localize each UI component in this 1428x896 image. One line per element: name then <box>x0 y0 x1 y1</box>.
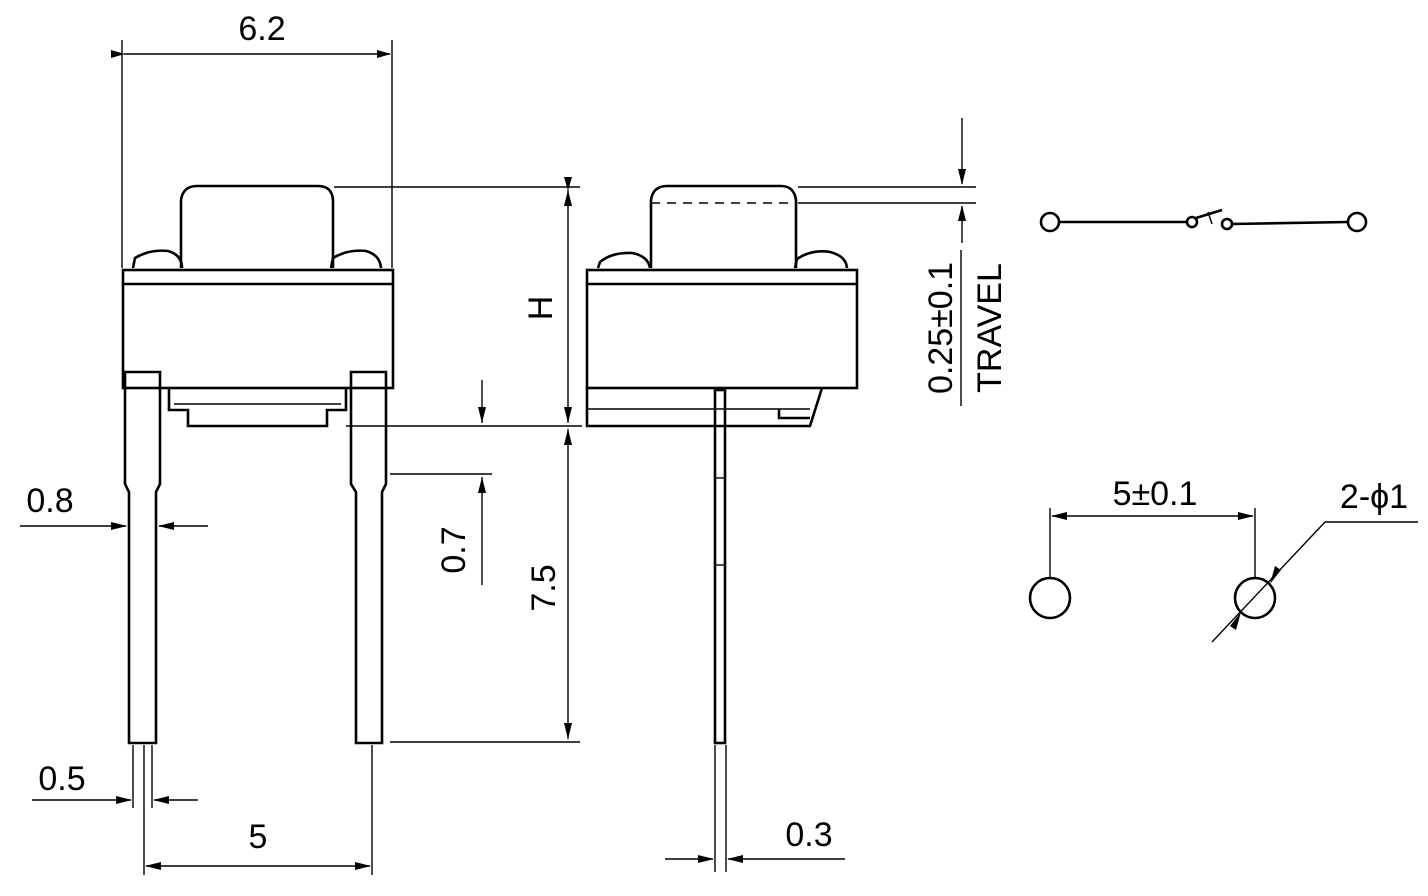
side-body <box>585 268 859 390</box>
side-base <box>585 387 824 428</box>
hole-left <box>1028 576 1072 620</box>
schematic-terminal-right <box>1346 211 1368 233</box>
label-0-8: 0.8 <box>26 482 73 520</box>
schematic-terminal-left <box>1039 211 1061 233</box>
label-5: 5 <box>249 818 268 856</box>
label-hole-dia: 2-ϕ1 <box>1340 478 1408 516</box>
side-right-bump <box>793 250 849 269</box>
dim-travel: 0.25±0.1 TRAVEL <box>798 118 1009 406</box>
label-0-3: 0.3 <box>785 816 832 854</box>
dim-width-6-2: 6.2 <box>111 10 393 268</box>
switch-schematic <box>1039 208 1368 233</box>
dim-pin-length-7-5: 7.5 <box>390 429 580 743</box>
hole-layout: 5±0.1 2-ϕ1 <box>1028 475 1418 643</box>
dim-height-h: H <box>334 177 582 427</box>
side-left-bump <box>596 251 652 269</box>
front-right-pin <box>349 370 388 745</box>
front-right-bump <box>329 249 383 269</box>
front-standoff <box>167 388 348 428</box>
label-h: H <box>522 296 560 321</box>
label-travel-value: 0.25±0.1 <box>922 262 960 394</box>
front-left-pin <box>123 370 162 745</box>
dim-pin-width-0-8: 0.8 <box>20 482 208 530</box>
dim-pin-step-0-7: 0.7 <box>390 380 492 585</box>
front-view <box>121 184 395 745</box>
side-plunger <box>649 184 798 268</box>
label-0-7: 0.7 <box>435 526 473 573</box>
front-body <box>121 268 395 390</box>
label-travel-word: TRAVEL <box>971 263 1009 393</box>
dim-pin-tip-0-5: 0.5 <box>32 745 198 875</box>
label-hole-pitch: 5±0.1 <box>1113 475 1198 513</box>
dim-pin-thick-0-3: 0.3 <box>665 745 845 872</box>
front-left-bump <box>131 249 184 269</box>
front-plunger <box>179 184 335 268</box>
side-view <box>585 184 859 745</box>
dim-pin-pitch-5: 5 <box>145 745 373 875</box>
side-pin <box>713 388 727 745</box>
label-6-2: 6.2 <box>238 10 285 48</box>
label-0-5: 0.5 <box>38 760 85 798</box>
label-7-5: 7.5 <box>525 564 563 611</box>
